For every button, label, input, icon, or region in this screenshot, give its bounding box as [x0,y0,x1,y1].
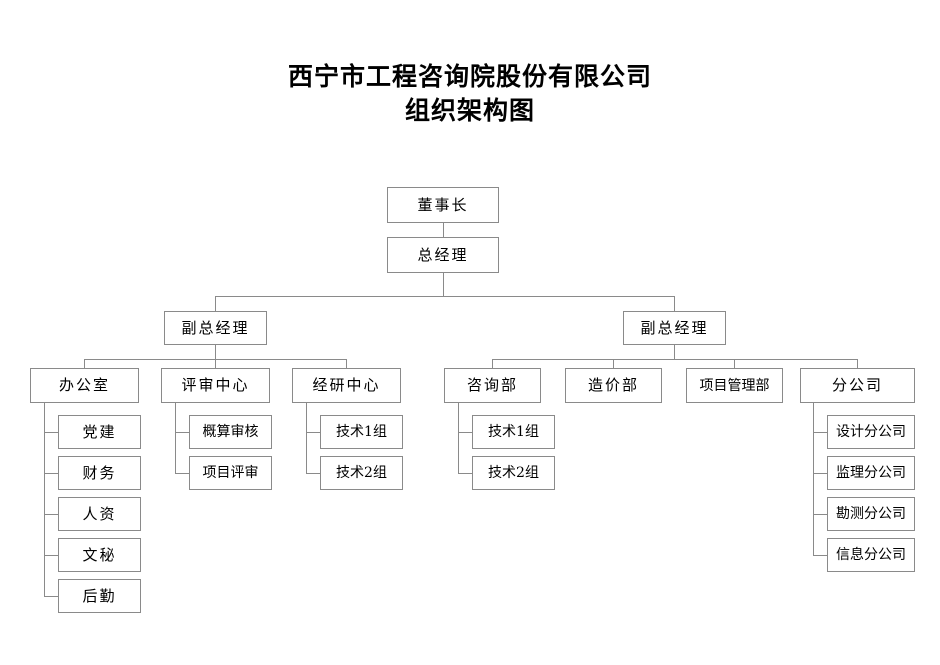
node-dept-office[interactable]: 办公室 [30,368,139,403]
node-deputy-gm-left[interactable]: 副总经理 [164,311,267,345]
connector-left-bus-to-review-center [215,359,216,368]
node-branch-company-child-survey[interactable]: 勘测分公司 [827,497,915,531]
connector-review-center-stub-1 [175,432,189,433]
connector-office-stub-2 [44,473,58,474]
connector-bus-to-deputy-left [215,296,216,311]
connector-branch-company-stub-3 [813,514,827,515]
connector-office-stub-5 [44,596,58,597]
connector-consulting-stub-1 [458,432,472,433]
node-general-manager[interactable]: 总经理 [387,237,499,273]
connector-right-bus-to-branch-company [857,359,858,368]
node-office-child-party-building[interactable]: 党建 [58,415,141,449]
node-review-center-child-budget-audit[interactable]: 概算审核 [189,415,272,449]
connector-branch-company-stub-1 [813,432,827,433]
node-dept-project-management[interactable]: 项目管理部 [686,368,783,403]
node-branch-company-child-design[interactable]: 设计分公司 [827,415,915,449]
connector-office-stub-1 [44,432,58,433]
node-research-center-child-tech-group-2[interactable]: 技术2组 [320,456,403,490]
node-branch-company-child-supervision[interactable]: 监理分公司 [827,456,915,490]
connector-deputy-bus [215,296,674,297]
connector-office-stub-4 [44,555,58,556]
node-dept-research-center[interactable]: 经研中心 [292,368,401,403]
connector-deputy-left-drop [215,345,216,359]
connector-office-spine [44,403,45,596]
connector-left-bus-to-office [84,359,85,368]
node-consulting-child-tech-group-1[interactable]: 技术1组 [472,415,555,449]
connector-bus-to-deputy-right [674,296,675,311]
connector-deputy-right-drop [674,345,675,359]
node-consulting-child-tech-group-2[interactable]: 技术2组 [472,456,555,490]
connector-consulting-stub-2 [458,473,472,474]
connector-chairman-to-gm [443,223,444,237]
connector-branch-company-stub-4 [813,555,827,556]
connector-right-bus-to-cost [613,359,614,368]
node-dept-consulting[interactable]: 咨询部 [444,368,541,403]
connector-consulting-spine [458,403,459,473]
connector-left-bus-to-research-center [346,359,347,368]
connector-review-center-stub-2 [175,473,189,474]
node-research-center-child-tech-group-1[interactable]: 技术1组 [320,415,403,449]
connector-right-dept-bus [492,359,857,360]
node-office-child-finance[interactable]: 财务 [58,456,141,490]
connector-branch-company-spine [813,403,814,555]
node-branch-company-child-information[interactable]: 信息分公司 [827,538,915,572]
node-office-child-logistics[interactable]: 后勤 [58,579,141,613]
chart-title-line-1: 西宁市工程咨询院股份有限公司 [287,62,652,91]
connector-research-center-stub-2 [306,473,320,474]
node-office-child-hr[interactable]: 人资 [58,497,141,531]
node-dept-branch-company[interactable]: 分公司 [800,368,915,403]
connector-research-center-spine [306,403,307,473]
connector-branch-company-stub-2 [813,473,827,474]
node-chairman[interactable]: 董事长 [387,187,499,223]
node-dept-cost[interactable]: 造价部 [565,368,662,403]
connector-review-center-spine [175,403,176,473]
connector-right-bus-to-project-mgmt [734,359,735,368]
node-deputy-gm-right[interactable]: 副总经理 [623,311,726,345]
connector-gm-drop [443,273,444,296]
connector-right-bus-to-consulting [492,359,493,368]
node-review-center-child-project-review[interactable]: 项目评审 [189,456,272,490]
node-office-child-secretarial[interactable]: 文秘 [58,538,141,572]
chart-title-line-2: 组织架构图 [404,96,535,125]
node-dept-review-center[interactable]: 评审中心 [161,368,270,403]
chart-title-block: 西宁市工程咨询院股份有限公司 组织架构图 [0,60,940,128]
connector-research-center-stub-1 [306,432,320,433]
connector-office-stub-3 [44,514,58,515]
